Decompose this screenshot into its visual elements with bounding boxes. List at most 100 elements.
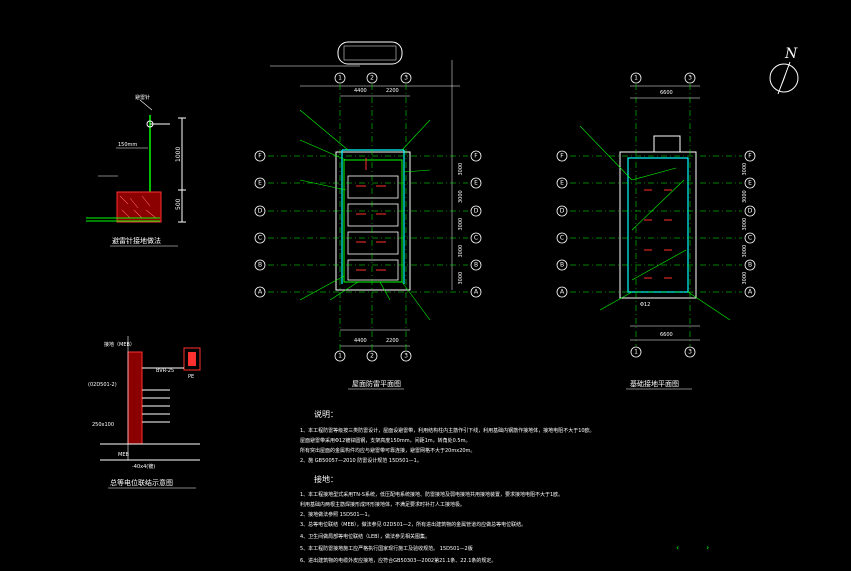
axis-col-bubble-left-3-1 bbox=[400, 350, 412, 362]
axis-col-label-right-3-0: 3 bbox=[688, 75, 692, 82]
notes2-line-0: 1、本工程接地型式采用TN-S系统，低压配电系统接地、防雷接地及弱电接地共用接地… bbox=[300, 491, 563, 498]
axis-label-right-D-1: D bbox=[748, 208, 753, 215]
axis-col-bubble-right-3-1 bbox=[684, 346, 696, 358]
axis-bubble-right-C-1 bbox=[744, 232, 756, 244]
row-dim-left-2: 3000 bbox=[458, 218, 464, 231]
plan-left-caption: 屋面防雷平面图 bbox=[352, 379, 401, 388]
axis-bubble-right-D-1 bbox=[744, 205, 756, 217]
axis-bubble-right-C-0 bbox=[556, 232, 568, 244]
notes-title: 说明： bbox=[314, 409, 338, 419]
axis-bubble-left-B-0 bbox=[254, 259, 266, 271]
notes-line-1: 屋面避雷带采用Φ12镀锌圆钢，支架高度150mm，间距1m，转角处0.5m。 bbox=[300, 437, 470, 444]
axis-bubble-right-A-1 bbox=[744, 286, 756, 298]
axis-bubble-right-B-1 bbox=[744, 259, 756, 271]
axis-bubble-left-B-1 bbox=[470, 259, 482, 271]
axis-col-bubble-right-1-0 bbox=[630, 72, 642, 84]
notes2-line-4: 4、卫生间做局部等电位联结（LEB），做法参见相关图集。 bbox=[300, 533, 430, 540]
axis-bubble-right-A-0 bbox=[556, 286, 568, 298]
notes2-line-3: 3、总等电位联结（MEB），做法参见 02D501—2，所有进出建筑物的金属管道… bbox=[300, 521, 526, 528]
axis-label-left-C-0: C bbox=[258, 235, 262, 242]
axis-col-label-left-3-1: 3 bbox=[404, 353, 408, 360]
axis-bubble-right-E-1 bbox=[744, 177, 756, 189]
axis-col-label-left-1-0: 1 bbox=[338, 75, 342, 82]
axis-col-label-left-1-1: 1 bbox=[338, 353, 342, 360]
equip-label-1: BVR-25 bbox=[156, 368, 174, 374]
axis-label-left-A-0: A bbox=[258, 289, 263, 296]
plan-right-dim-top: 6600 bbox=[660, 90, 673, 96]
axis-bubble-right-F-0 bbox=[556, 150, 568, 162]
equip-label-5: MEB bbox=[118, 452, 129, 458]
notes-line-2: 所有突出屋面的金属构件均应与避雷带可靠连接，避雷网格不大于20mx20m。 bbox=[300, 447, 475, 454]
axis-label-left-E-0: E bbox=[258, 180, 262, 187]
row-dim-right-2: 3000 bbox=[742, 218, 748, 231]
axis-col-label-right-3-1: 3 bbox=[688, 349, 692, 356]
axis-label-right-B-1: B bbox=[748, 262, 752, 269]
axis-label-right-C-1: C bbox=[748, 235, 752, 242]
axis-label-right-E-1: E bbox=[748, 180, 752, 187]
axis-label-right-C-0: C bbox=[560, 235, 564, 242]
rod-label: 避雷针 bbox=[135, 94, 150, 101]
axis-bubble-right-F-1 bbox=[744, 150, 756, 162]
axis-bubble-left-E-0 bbox=[254, 177, 266, 189]
detail-lightning-rod: 1000 500 避雷针 150mm 避雷针接地做法 bbox=[86, 94, 186, 247]
detail-equipotential: 接地（MEB） BVR-25 PE (02D501-2) 250x100 MEB… bbox=[88, 336, 201, 489]
axis-bubble-right-E-0 bbox=[556, 177, 568, 189]
rod-dim-upper: 1000 bbox=[175, 147, 182, 162]
row-dim-right-4: 3000 bbox=[742, 272, 748, 285]
axis-label-left-F-0: F bbox=[258, 153, 262, 160]
next-arrow-icon[interactable]: › bbox=[706, 543, 709, 552]
axis-bubble-left-A-0 bbox=[254, 286, 266, 298]
axis-label-right-D-0: D bbox=[560, 208, 565, 215]
axis-label-left-E-1: E bbox=[474, 180, 478, 187]
roof-lightning-plan: 4400 2200 4400 2200 屋面防雷平面图 bbox=[270, 41, 460, 390]
plan-right-rebar: Φ12 bbox=[640, 302, 650, 308]
plan-left-dim-bl: 4400 bbox=[354, 338, 367, 344]
rod-height-label: 150mm bbox=[118, 142, 137, 148]
rod-caption: 避雷针接地做法 bbox=[112, 236, 161, 245]
notes2-line-6: 6、进出建筑物的电缆外皮应接地，应符合GB50303—2002第21.1条、22… bbox=[300, 557, 496, 564]
equip-label-6: -40x4(镀) bbox=[132, 463, 155, 470]
axis-label-right-B-0: B bbox=[560, 262, 564, 269]
equip-caption: 总等电位联结示意图 bbox=[110, 478, 173, 487]
row-dim-left-0: 3000 bbox=[458, 163, 464, 176]
notes-line-3: 2、施 GB50057—2010 防雷设计规范 15D501—1。 bbox=[300, 457, 422, 464]
axis-col-bubble-left-1-0 bbox=[334, 72, 346, 84]
axis-col-bubble-right-3-0 bbox=[684, 72, 696, 84]
axis-col-bubble-right-1-1 bbox=[630, 346, 642, 358]
notes-line-0: 1、本工程防雷等级按三类防雷设计，屋面设避雷带，利用结构柱内主筋作引下线，利用基… bbox=[300, 427, 595, 434]
axis-label-right-F-1: F bbox=[748, 153, 752, 160]
axis-bubble-left-C-0 bbox=[254, 232, 266, 244]
row-dim-right-0: 3000 bbox=[742, 163, 748, 176]
notes2-line-5: 5、本工程防雷接地施工应严格执行国家现行施工及验收规范。 15D501—2版 bbox=[300, 545, 473, 552]
axis-bubble-left-D-1 bbox=[470, 205, 482, 217]
axis-bubble-left-E-1 bbox=[470, 177, 482, 189]
axis-label-right-F-0: F bbox=[560, 153, 564, 160]
north-arrow-icon: N bbox=[769, 46, 799, 95]
axis-col-label-left-2-1: 2 bbox=[370, 353, 374, 360]
axis-bubble-left-D-0 bbox=[254, 205, 266, 217]
axis-label-right-A-0: A bbox=[560, 289, 565, 296]
axis-col-bubble-left-2-1 bbox=[366, 350, 378, 362]
axis-col-label-left-2-0: 2 bbox=[370, 75, 374, 82]
equip-label-0: 接地（MEB） bbox=[104, 341, 135, 348]
notes2-line-2: 2、接地做法参照 15D501—1。 bbox=[300, 511, 373, 518]
row-dim-left-4: 3000 bbox=[458, 272, 464, 285]
axis-col-label-right-1-1: 1 bbox=[634, 349, 638, 356]
axis-col-bubble-left-2-0 bbox=[366, 72, 378, 84]
plan-left-dim-tl: 4400 bbox=[354, 88, 367, 94]
axis-col-label-left-3-0: 3 bbox=[404, 75, 408, 82]
equip-label-3: (02D501-2) bbox=[88, 382, 117, 388]
axis-col-label-right-1-0: 1 bbox=[634, 75, 638, 82]
prev-arrow-icon[interactable]: ‹ bbox=[676, 543, 679, 552]
row-dim-right-1: 3000 bbox=[742, 190, 748, 203]
plan-right-dim-bottom: 6600 bbox=[660, 332, 673, 338]
notes-title2: 接地： bbox=[314, 474, 338, 484]
axis-bubble-right-B-0 bbox=[556, 259, 568, 271]
plan-left-dim-br: 2200 bbox=[386, 338, 399, 344]
axis-bubble-left-F-1 bbox=[470, 150, 482, 162]
plan-left-dim-tr: 2200 bbox=[386, 88, 399, 94]
axis-bubble-right-D-0 bbox=[556, 205, 568, 217]
row-dim-right-3: 3000 bbox=[742, 245, 748, 258]
axis-label-right-E-0: E bbox=[560, 180, 564, 187]
